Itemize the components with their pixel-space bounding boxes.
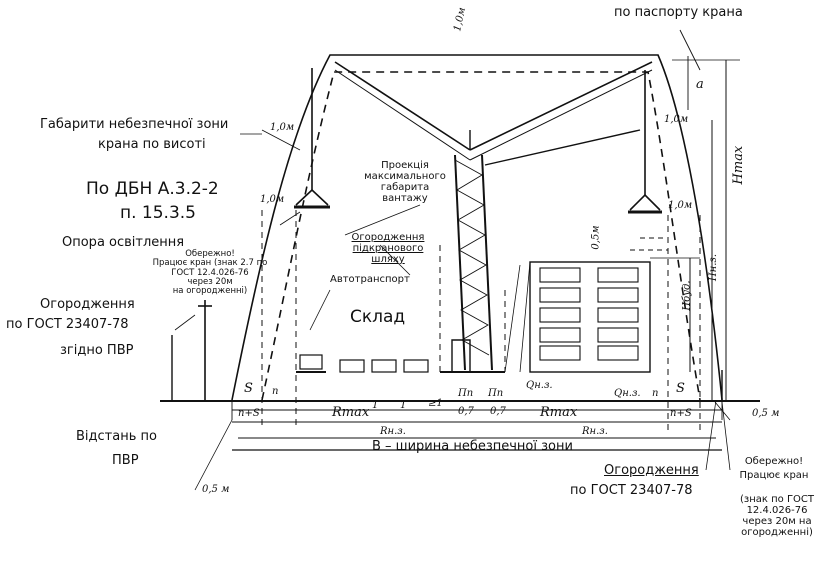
dim-rmax-left: Rmax <box>332 405 370 420</box>
dim-05-right: 0,5 м <box>752 408 780 419</box>
dim-rnz-right: Rн.з. <box>582 426 608 437</box>
dim-1b: 1 <box>400 400 407 411</box>
sign-ref-label: (знак по ГОСТ 12.4.026-76 через 20м на о… <box>740 494 814 538</box>
warning-sign-label: Обережно! Працює кран (знак 2.7 по ГОСТ … <box>152 249 268 297</box>
truck-label: Автотранспорт <box>330 274 410 285</box>
h-max-label: Hmax <box>731 145 747 185</box>
dbn-label-1: По ДБН А.3.2-2 <box>86 179 219 199</box>
warn-right-label-1: Обережно! <box>744 456 804 467</box>
dim-ns-left: n+S <box>238 408 260 419</box>
left-jib-offset-label: 1,0м <box>270 122 295 133</box>
dim-05-left: 0,5 м <box>202 484 230 495</box>
fence-left-label-2: по ГОСТ 23407-78 <box>6 317 129 332</box>
h-05-label: 0,5м <box>590 225 602 250</box>
right-jib-top <box>469 61 653 151</box>
left-load-shape <box>295 188 329 206</box>
dbn-label-2: п. 15.3.5 <box>120 203 196 223</box>
right-jib-lower <box>484 129 641 166</box>
crane-mast-left <box>454 154 466 371</box>
left-jib-bottom <box>334 69 471 161</box>
h-nz-label: Hн.з. <box>708 253 720 282</box>
dim-s-left: S <box>244 381 253 396</box>
danger-zone-envelope <box>231 54 723 401</box>
crane-mast-right <box>481 154 493 371</box>
building <box>529 261 651 373</box>
dim-n-right: n <box>652 388 659 399</box>
h-bud-label: Hбуд. <box>681 280 693 311</box>
distance-label-2: ПВР <box>112 453 139 468</box>
dim-ns-right: n+S <box>670 408 692 419</box>
dim-nn1: Пп <box>458 388 474 399</box>
right-hook-offset-label: 1,0м <box>668 200 693 211</box>
lighting-support-label: Опора освітлення <box>62 235 185 250</box>
fence-left-label-3: згідно ПВР <box>60 343 134 358</box>
dim-07b: 0,7 <box>490 406 506 417</box>
danger-zone-height-label-1: Габарити небезпечної зони <box>40 117 229 132</box>
fence-left-label-1: Огородження <box>40 297 135 312</box>
crane-passport-label: по паспорту крана <box>614 5 743 20</box>
dim-07a: 0,7 <box>458 406 474 417</box>
fence-right-label-2: по ГОСТ 23407-78 <box>570 483 693 498</box>
inner-dashed-envelope <box>261 71 701 401</box>
dim-q1: Qн.з. <box>526 380 553 391</box>
left-jib-top <box>334 61 471 151</box>
right-jib-bottom <box>469 69 653 161</box>
dim-nn2: Пп <box>488 388 504 399</box>
dim-1a: 1 <box>372 400 379 411</box>
load-projection-label: Проекція максимального габарита вантажу <box>364 160 446 204</box>
warn-right-label-2: Працює кран <box>739 470 809 481</box>
left-hook-offset-label: 1,0м <box>260 194 285 205</box>
warehouse-block <box>339 359 365 373</box>
a-label: a <box>696 77 704 92</box>
warehouse-label: Склад <box>350 307 406 327</box>
right-load-shape <box>629 193 661 211</box>
right-jib-offset-label: 1,0м <box>664 114 689 125</box>
dim-n-left: n <box>272 386 279 397</box>
dim-1c: ≥1 <box>428 398 443 409</box>
dim-rmax-right: Rmax <box>540 405 578 420</box>
dim-q2: Qн.з. <box>614 388 641 399</box>
dim-rnz-left: Rн.з. <box>380 426 406 437</box>
danger-zone-height-label-2: крана по висоті <box>98 137 206 152</box>
fence-right-label-1: Огородження <box>604 463 699 478</box>
rail-fence-label: Огородження підкранового шляху <box>351 232 425 265</box>
dim-s-right: S <box>676 381 685 396</box>
mast-lattice <box>454 159 490 356</box>
dim-b-label: В – ширина небезпечної зони <box>372 439 573 454</box>
truck <box>299 354 323 370</box>
distance-label-1: Відстань по <box>76 429 157 444</box>
